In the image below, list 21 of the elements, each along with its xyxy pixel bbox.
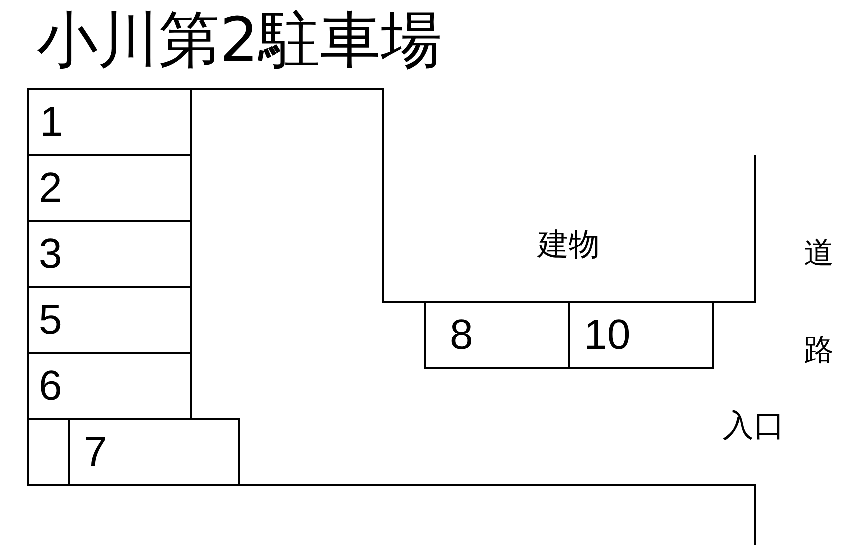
space-number: 5 <box>39 299 62 341</box>
space-number: 8 <box>450 314 474 356</box>
parking-space <box>27 352 192 420</box>
entrance-label: 入口 <box>723 409 785 444</box>
space-number: 1 <box>40 101 64 143</box>
space-number: 6 <box>39 365 62 407</box>
building-label: 建物 <box>538 228 600 262</box>
space-number: 2 <box>39 167 62 209</box>
road-label: 道路 <box>804 237 834 367</box>
parking-space <box>27 220 192 288</box>
parking-space <box>27 154 192 222</box>
space-number: 3 <box>39 233 62 275</box>
parking-space <box>27 286 192 354</box>
space-number: 7 <box>84 431 108 473</box>
parking-space <box>568 301 714 369</box>
parking-space <box>68 418 240 486</box>
title: 小川第2駐車場 <box>37 7 442 74</box>
parking-space <box>27 88 192 156</box>
empty-parking-space <box>27 418 70 486</box>
space-number: 10 <box>584 314 631 356</box>
parking-space <box>424 301 570 369</box>
